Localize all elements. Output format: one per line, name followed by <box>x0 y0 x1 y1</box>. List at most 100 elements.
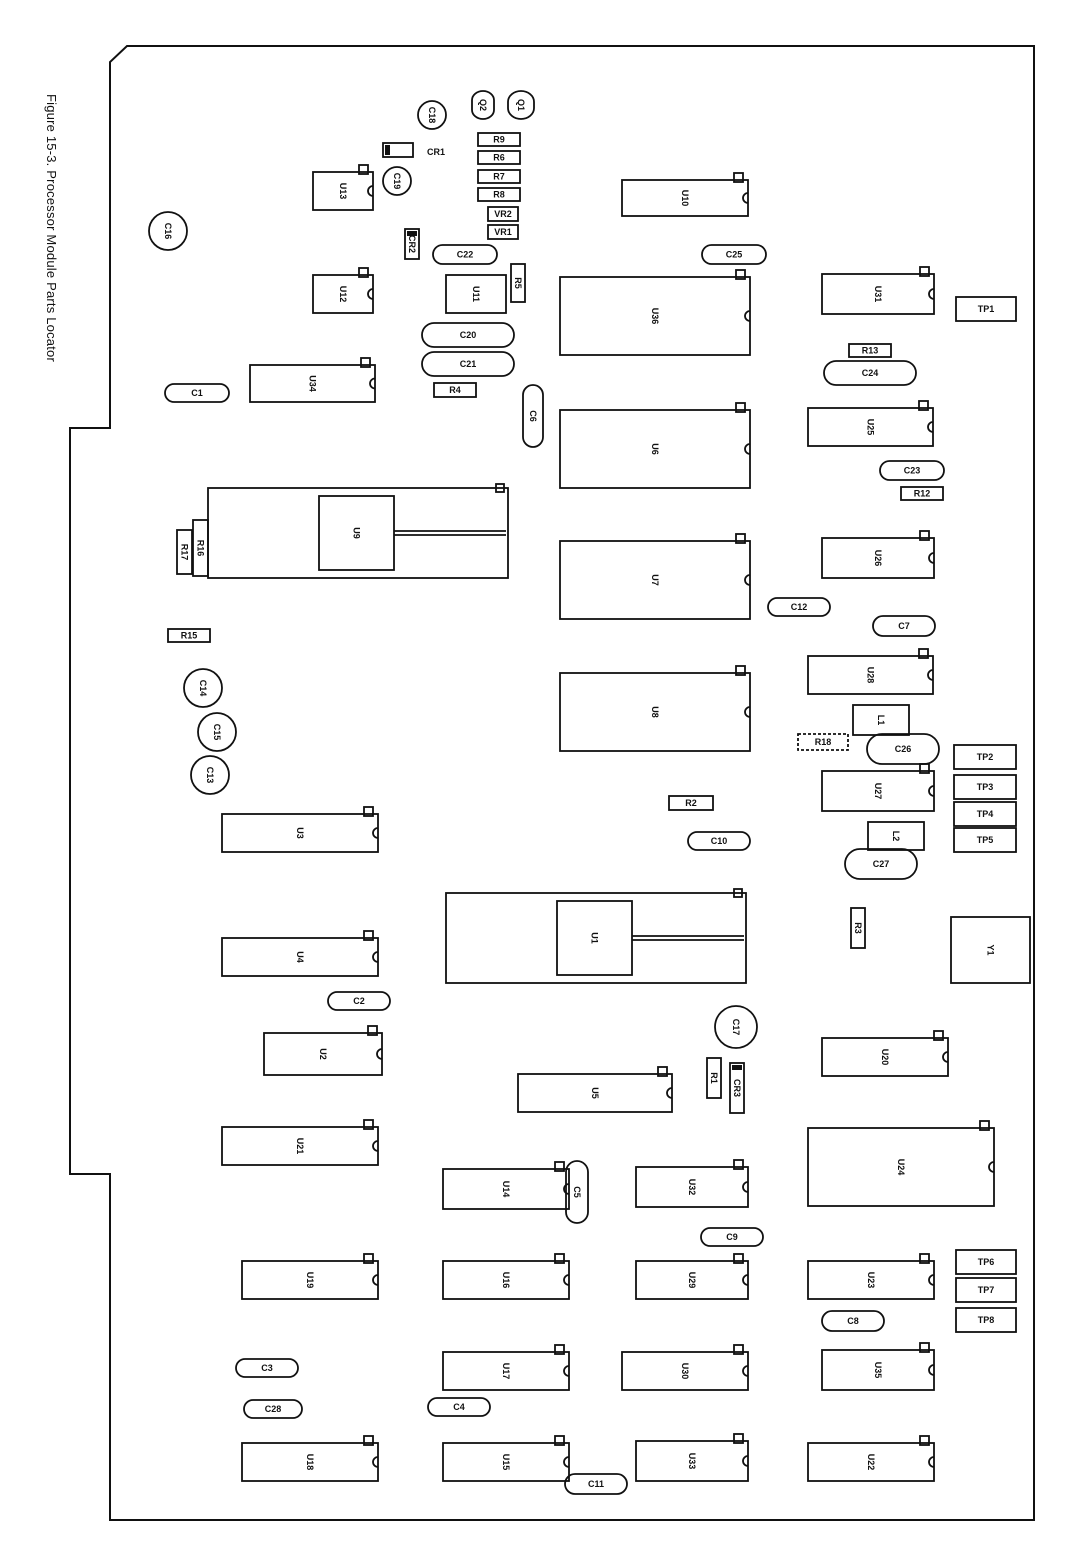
part-u12: U12 <box>312 267 374 314</box>
part-u10: U10 <box>621 172 749 217</box>
part-c13-label: C13 <box>205 767 215 784</box>
part-c24-label: C24 <box>862 368 879 378</box>
part-tp2: TP2 <box>953 744 1017 770</box>
part-u15: U15 <box>442 1435 570 1482</box>
part-u1-label: U1 <box>590 932 600 944</box>
part-c9-label: C9 <box>726 1232 738 1242</box>
part-r6-label: R6 <box>493 153 505 163</box>
part-u14: U14 <box>442 1161 570 1210</box>
part-u16: U16 <box>442 1253 570 1300</box>
part-c2: C2 <box>327 991 391 1011</box>
part-tp3-label: TP3 <box>977 782 994 792</box>
part-u11-label: U11 <box>471 286 481 302</box>
part-r2-label: R2 <box>685 798 697 808</box>
part-u5: U5 <box>517 1066 673 1113</box>
part-u18: U18 <box>241 1435 379 1482</box>
part-r18: R18 <box>797 733 849 751</box>
part-c18: C18 <box>417 100 447 130</box>
part-r18-label: R18 <box>815 737 832 747</box>
part-r17-label: R17 <box>180 544 190 561</box>
part-tp1-label: TP1 <box>978 304 995 314</box>
part-u30: U30 <box>621 1344 749 1391</box>
part-u9: U9 <box>207 483 509 579</box>
part-u31: U31 <box>821 266 935 315</box>
part-u14-label: U14 <box>501 1181 511 1198</box>
part-u29: U29 <box>635 1253 749 1300</box>
part-u25-label: U25 <box>866 419 876 436</box>
part-r1: R1 <box>706 1057 722 1099</box>
part-c7: C7 <box>872 615 936 637</box>
part-c14-label: C14 <box>198 680 208 697</box>
part-c25-label: C25 <box>726 250 743 260</box>
part-c10-label: C10 <box>711 836 728 846</box>
part-r6: R6 <box>477 150 521 165</box>
part-r16: R16 <box>192 519 209 577</box>
part-c4: C4 <box>427 1397 491 1417</box>
part-u28: U28 <box>807 648 934 695</box>
part-u34: U34 <box>249 357 376 403</box>
part-u5-label: U5 <box>590 1087 600 1099</box>
part-c20: C20 <box>421 322 515 348</box>
part-c16: C16 <box>148 211 188 251</box>
part-c18-label: C18 <box>427 107 437 124</box>
part-u10-label: U10 <box>680 190 690 207</box>
part-u3-label: U3 <box>295 827 305 839</box>
part-u30-label: U30 <box>680 1363 690 1380</box>
part-u21: U21 <box>221 1119 379 1166</box>
part-c22: C22 <box>432 244 498 265</box>
part-c27-label: C27 <box>873 859 890 869</box>
part-tp5-label: TP5 <box>977 835 994 845</box>
part-q2: Q2 <box>471 90 495 120</box>
part-y1: Y1 <box>950 916 1031 984</box>
part-vr2-label: VR2 <box>494 209 512 219</box>
part-tp3: TP3 <box>953 774 1017 800</box>
part-c17-label: C17 <box>731 1019 741 1036</box>
part-tp7: TP7 <box>955 1277 1017 1303</box>
part-u8-label: U8 <box>650 706 660 718</box>
part-c5-label: C5 <box>572 1186 582 1198</box>
part-tp4-label: TP4 <box>977 809 994 819</box>
part-r13-label: R13 <box>862 346 879 356</box>
part-u2-label: U2 <box>318 1048 328 1060</box>
part-r5-label: R5 <box>513 277 523 289</box>
part-c25: C25 <box>701 244 767 265</box>
part-tp7-label: TP7 <box>978 1285 995 1295</box>
part-r4: R4 <box>433 382 477 398</box>
part-u22: U22 <box>807 1435 935 1482</box>
part-cr2-label: CR2 <box>407 235 417 253</box>
part-u15-label: U15 <box>501 1454 511 1471</box>
part-u22-label: U22 <box>866 1454 876 1471</box>
part-l2: L2 <box>867 821 925 851</box>
part-tp1: TP1 <box>955 296 1017 322</box>
part-u13: U13 <box>312 164 374 211</box>
part-r8: R8 <box>477 187 521 202</box>
part-u1: U1 <box>445 888 747 984</box>
part-r8-label: R8 <box>493 190 505 200</box>
part-u18-label: U18 <box>305 1454 315 1471</box>
part-c23-label: C23 <box>904 466 921 476</box>
part-c2-label: C2 <box>353 996 365 1006</box>
part-u29-label: U29 <box>687 1272 697 1289</box>
part-u25: U25 <box>807 400 934 447</box>
part-r3-label: R3 <box>853 922 863 934</box>
part-u27-label: U27 <box>873 783 883 800</box>
part-c7-label: C7 <box>898 621 910 631</box>
part-u6: U6 <box>559 402 751 489</box>
part-u32-label: U32 <box>687 1179 697 1196</box>
part-u27: U27 <box>821 763 935 812</box>
part-vr1-label: VR1 <box>494 227 512 237</box>
part-u6-label: U6 <box>650 443 660 455</box>
part-cr3: CR3 <box>729 1062 745 1114</box>
part-r7-label: R7 <box>493 172 505 182</box>
part-r7: R7 <box>477 169 521 184</box>
part-c26: C26 <box>866 733 940 765</box>
part-q1: Q1 <box>507 90 535 120</box>
part-c24: C24 <box>823 360 917 386</box>
part-r5: R5 <box>510 263 526 303</box>
part-u26: U26 <box>821 530 935 579</box>
part-c12-label: C12 <box>791 602 808 612</box>
part-c11-label: C11 <box>588 1479 604 1489</box>
part-r17: R17 <box>176 529 193 575</box>
part-tp2-label: TP2 <box>977 752 994 762</box>
part-u19: U19 <box>241 1253 379 1300</box>
